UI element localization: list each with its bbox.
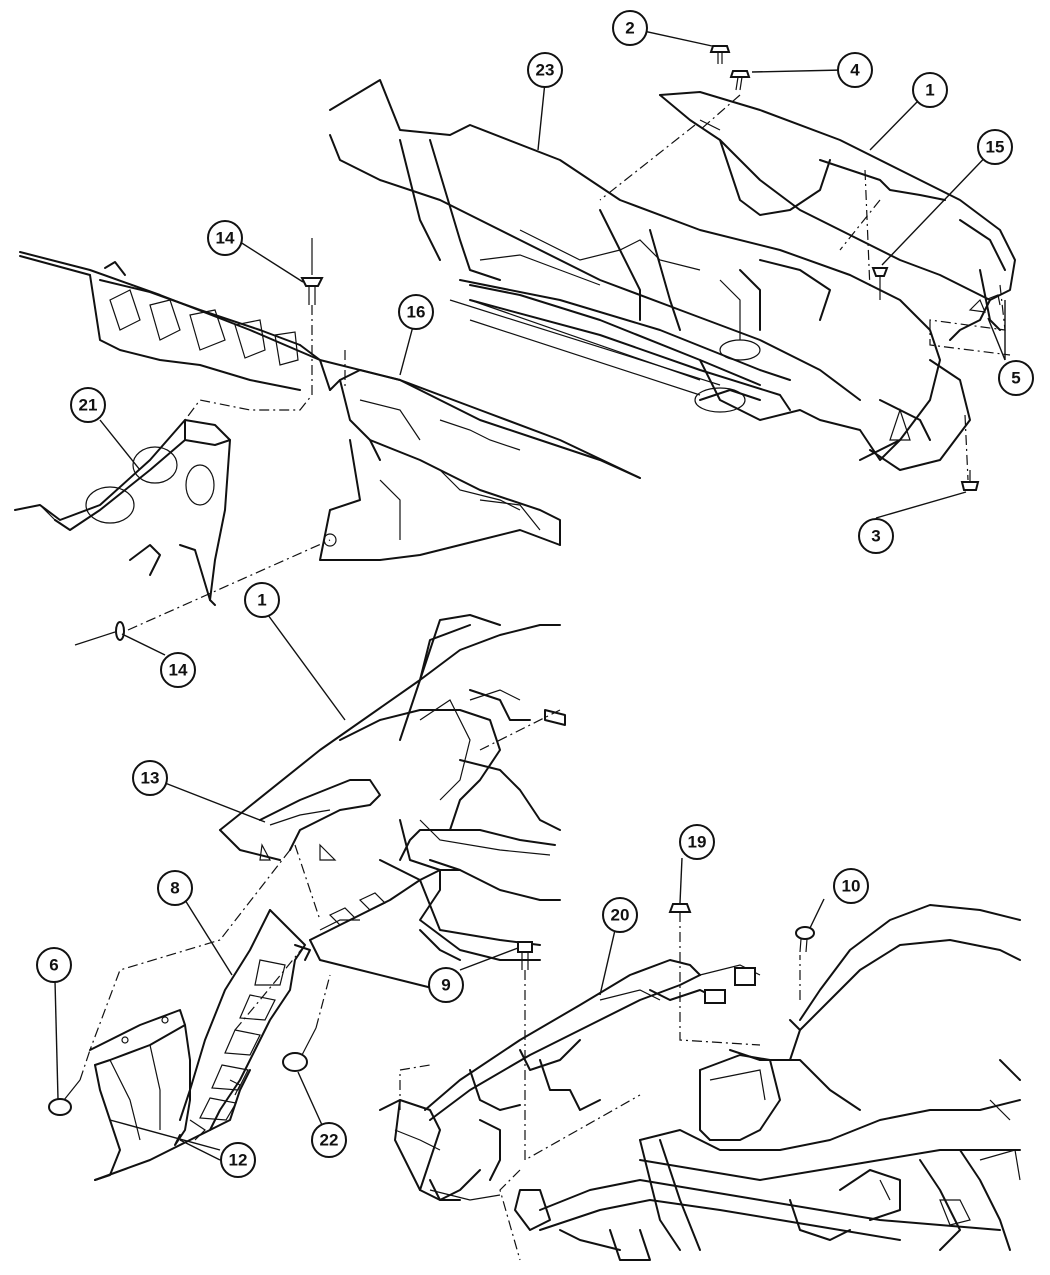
callout-13: 13 <box>132 760 168 796</box>
svg-text:20: 20 <box>611 906 630 925</box>
callout-23: 23 <box>527 52 563 88</box>
svg-text:1: 1 <box>257 591 266 610</box>
svg-text:13: 13 <box>141 769 160 788</box>
svg-text:8: 8 <box>170 879 179 898</box>
callout-20: 20 <box>602 897 638 933</box>
callout-4: 4 <box>837 52 873 88</box>
screw-4 <box>729 70 751 91</box>
svg-text:19: 19 <box>688 833 707 852</box>
bracket-5 <box>968 294 1001 313</box>
screw-10 <box>795 926 815 953</box>
svg-text:14: 14 <box>169 661 188 680</box>
upper-panel-assembly <box>14 238 641 646</box>
svg-text:15: 15 <box>986 138 1005 157</box>
radiator-support-assembly <box>379 903 1021 1261</box>
svg-text:1: 1 <box>925 81 934 100</box>
push-pin-14-upper <box>300 238 324 305</box>
callout-14-lower: 14 <box>160 652 196 688</box>
callout-15: 15 <box>977 129 1013 165</box>
fastener-22 <box>282 1027 317 1072</box>
callout-6: 6 <box>36 947 72 983</box>
svg-text:4: 4 <box>850 61 860 80</box>
svg-text:21: 21 <box>79 396 98 415</box>
svg-text:16: 16 <box>407 303 426 322</box>
deflector-8 <box>179 909 311 1131</box>
callout-14-upper: 14 <box>207 220 243 256</box>
push-pin-14-lower <box>74 621 125 646</box>
lower-air-dam-assembly <box>48 909 331 1181</box>
svg-text:12: 12 <box>229 1151 248 1170</box>
bolt-9 <box>517 941 533 970</box>
svg-text:3: 3 <box>871 527 880 546</box>
svg-text:10: 10 <box>842 877 861 896</box>
callout-10: 10 <box>833 868 869 904</box>
svg-text:14: 14 <box>216 229 235 248</box>
callout-5: 5 <box>998 360 1034 396</box>
mid-fascia-assembly <box>89 614 566 1051</box>
clip-15 <box>871 267 889 300</box>
svg-text:23: 23 <box>536 61 555 80</box>
callout-19: 19 <box>679 824 715 860</box>
svg-text:5: 5 <box>1011 369 1020 388</box>
support-20 <box>424 959 761 1121</box>
callout-2: 2 <box>612 10 648 46</box>
callout-8: 8 <box>157 870 193 906</box>
callout-1-top: 1 <box>912 72 948 108</box>
callout-3: 3 <box>858 518 894 554</box>
bracket-13 <box>259 779 381 861</box>
callout-9: 9 <box>428 967 464 1003</box>
svg-text:2: 2 <box>625 19 634 38</box>
callout-21: 21 <box>70 387 106 423</box>
callout-1-mid: 1 <box>244 582 280 618</box>
leader-lines <box>54 27 1006 1161</box>
screw-3 <box>960 470 980 491</box>
svg-text:22: 22 <box>320 1131 339 1150</box>
callout-22: 22 <box>311 1122 347 1158</box>
callout-16: 16 <box>398 294 434 330</box>
callout-12: 12 <box>220 1142 256 1178</box>
bolt-2 <box>709 45 731 64</box>
screw-6 <box>48 1079 81 1116</box>
front-support-assembly-top <box>329 45 1016 491</box>
trim-12 <box>89 1009 251 1181</box>
svg-text:9: 9 <box>441 976 450 995</box>
svg-text:6: 6 <box>49 956 58 975</box>
clip-19 <box>668 903 692 913</box>
